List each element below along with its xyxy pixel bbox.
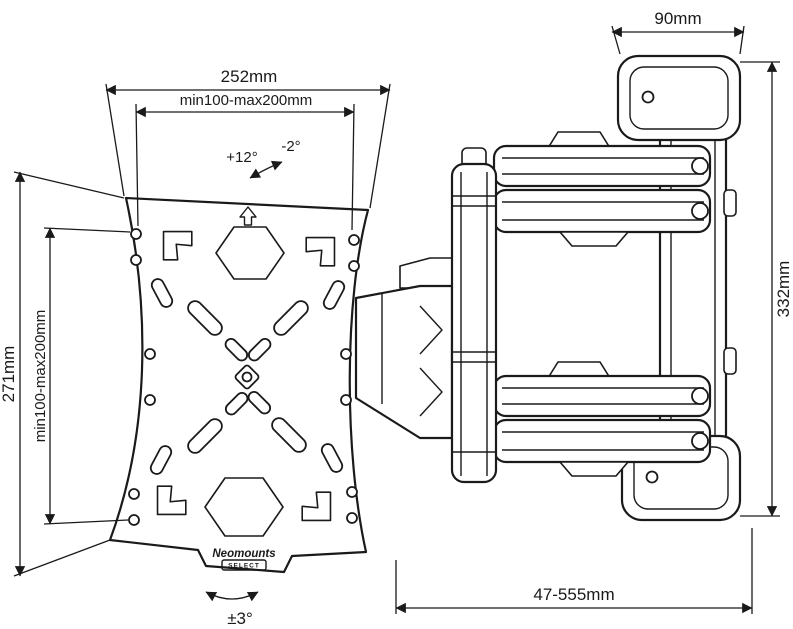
- dim-label-swivel: ±3°: [227, 609, 253, 628]
- lower-arm-clamp-bottom: [559, 461, 629, 477]
- dim-label-tilt-down: -2°: [281, 138, 300, 155]
- vesa-plate: Neomounts SELECT: [108, 196, 370, 574]
- dim-plate-width: 252mm: [105, 67, 391, 209]
- corner-notch-top-right: [305, 236, 336, 267]
- dim-label-plate-width: 252mm: [221, 67, 278, 86]
- lower-arm: [492, 361, 712, 477]
- wall-rail-latch-top: [723, 189, 737, 217]
- hexagon-cutout-top: [215, 226, 285, 280]
- dimensions: 252mm min100-max200mm 271mm min100-max20…: [0, 9, 793, 628]
- dim-label-vesa-height: min100-max200mm: [32, 310, 49, 443]
- tilt-bracket: [354, 257, 454, 440]
- corner-notch-top-left: [162, 230, 193, 261]
- wall-cap-top: [616, 54, 742, 142]
- lower-arm-bar-1: [492, 374, 712, 418]
- pivot-column: [450, 147, 498, 484]
- tilt-bracket-upper-wing: [399, 257, 453, 289]
- dim-label-bracket-depth: 90mm: [654, 9, 701, 28]
- brand-logo: Neomounts SELECT: [212, 548, 276, 571]
- dim-label-vesa-width: min100-max200mm: [180, 92, 313, 109]
- upper-arm-clamp-bottom: [559, 231, 629, 247]
- tilt-bracket-chevron-1: [419, 305, 443, 355]
- lower-arm-hinge-1: [691, 387, 709, 405]
- upper-arm-hinge-2: [691, 202, 709, 220]
- dim-vesa-height: min100-max200mm: [32, 227, 131, 525]
- upper-arm-bar-2: [492, 188, 712, 234]
- dim-label-plate-height: 271mm: [0, 346, 18, 403]
- mounting-slots: [149, 278, 346, 475]
- vesa-holes: [128, 228, 360, 526]
- wall-cap-top-inner: [629, 66, 729, 130]
- brand-series: SELECT: [228, 563, 260, 570]
- corner-notches: [156, 230, 336, 522]
- hexagon-cutout-bottom: [204, 477, 284, 537]
- upper-arm-bar-1: [492, 144, 712, 188]
- dim-swivel-angle: ±3°: [205, 591, 259, 628]
- brand-series-box: [221, 559, 267, 571]
- dim-bracket-height: 332mm: [740, 61, 793, 517]
- corner-notch-bottom-right: [301, 491, 332, 522]
- dim-bracket-depth: 90mm: [611, 9, 745, 55]
- plate-outline: [108, 196, 370, 574]
- dim-label-arm-extension: 47-555mm: [533, 585, 614, 604]
- brand-name: Neomounts: [212, 548, 275, 560]
- wall-cap-bottom-screw: [645, 470, 659, 484]
- lower-arm-hinge-2: [691, 432, 709, 450]
- dim-tilt-angles: +12° -2°: [226, 138, 301, 179]
- tilt-bracket-body: [354, 284, 454, 440]
- wall-rail-latch-bottom: [723, 347, 737, 375]
- wall-cap-top-screw: [641, 90, 655, 104]
- dim-arm-extension: 47-555mm: [395, 528, 753, 614]
- dim-label-bracket-height: 332mm: [774, 261, 793, 318]
- upper-arm-hinge-1: [691, 157, 709, 175]
- upper-arm: [492, 131, 712, 247]
- tilt-bracket-chevron-2: [419, 367, 443, 417]
- corner-notch-bottom-left: [156, 485, 187, 516]
- dim-label-tilt-up: +12°: [226, 149, 257, 166]
- pivot-body: [450, 162, 498, 484]
- dim-plate-height: 271mm: [0, 171, 125, 577]
- lower-arm-bar-2: [492, 418, 712, 464]
- up-arrow-icon: [239, 206, 257, 226]
- dim-vesa-width: min100-max200mm: [135, 92, 355, 231]
